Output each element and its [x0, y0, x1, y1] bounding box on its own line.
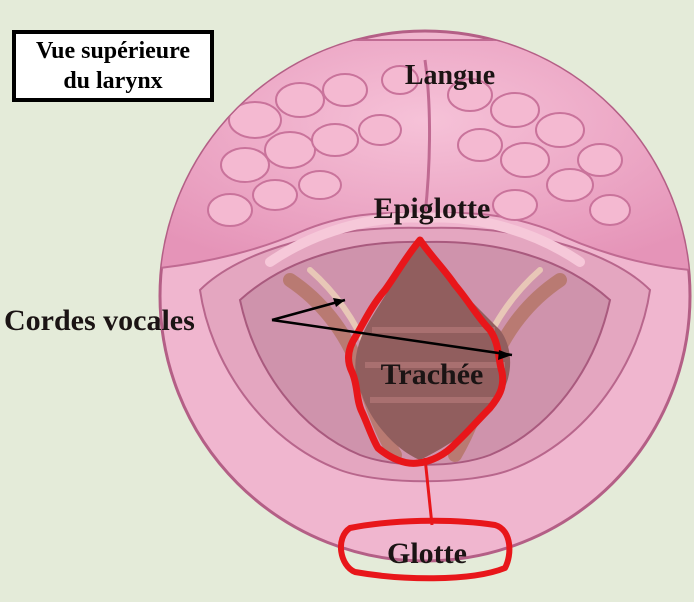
label-epiglottis: Epiglotte [374, 192, 491, 225]
glottis-outline [345, 236, 507, 467]
trachea-lumen [355, 244, 511, 460]
glottis-pointer [423, 457, 434, 526]
label-vocal-cords: Cordes vocales [4, 304, 195, 337]
glottis-label-ring [338, 517, 513, 582]
title-box: Vue supérieure du larynx [12, 30, 214, 102]
label-glottis: Glotte [387, 537, 467, 570]
epiglottis [265, 212, 585, 267]
title-line-2: du larynx [63, 68, 163, 94]
label-tongue: Langue [405, 60, 495, 91]
label-trachea: Trachée [381, 358, 484, 391]
vocal-cord-pointers [271, 298, 513, 360]
title-line-1: Vue supérieure [35, 38, 190, 64]
